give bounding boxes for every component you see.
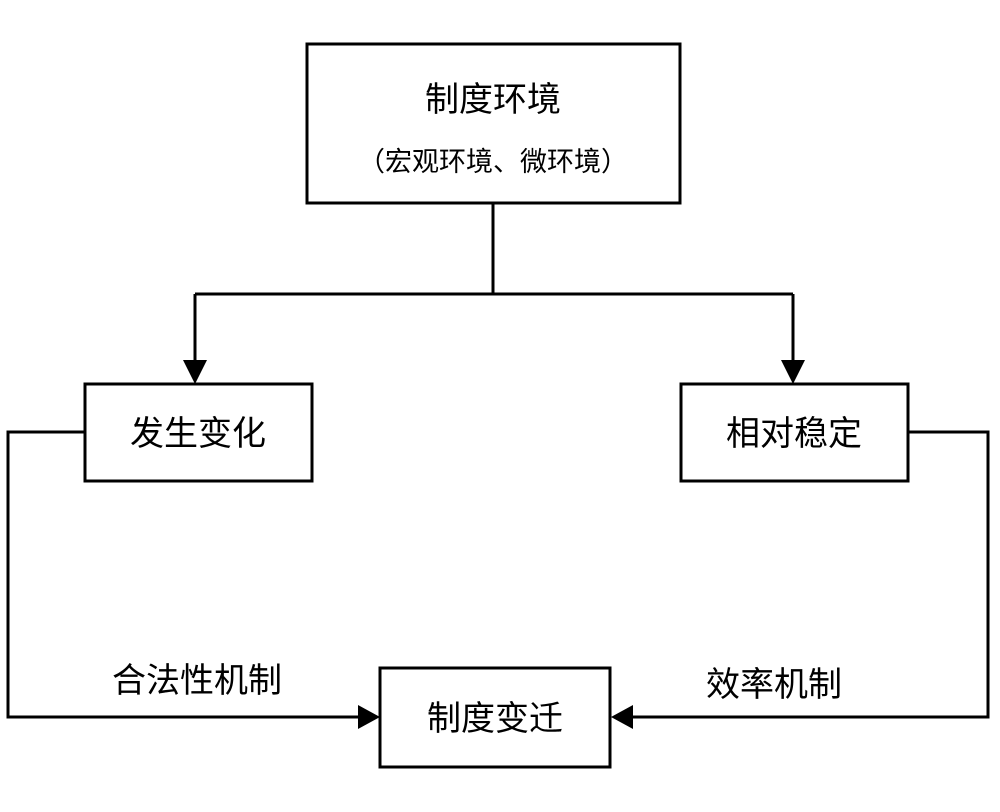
stable-box: [679, 382, 910, 483]
efficiency-mechanism-label: 效率机制: [706, 665, 842, 705]
institutional-environment-subtitle: （宏观环境、微环境）: [358, 147, 628, 178]
arrow-to-change-node: [183, 294, 207, 384]
institutional-environment-node: 制度环境 （宏观环境、微环境）: [305, 42, 682, 205]
institutional-environment-title: 制度环境: [425, 80, 561, 120]
change-label: 发生变化: [130, 414, 266, 454]
change-box: [83, 382, 314, 483]
stable-node: 相对稳定: [679, 382, 910, 483]
efficiency-path: [611, 430, 990, 729]
stable-label: 相对稳定: [726, 414, 862, 454]
legitimacy-path: [6, 430, 380, 729]
arrow-to-stable-node: [781, 294, 805, 384]
institutional-change-box: [378, 666, 612, 769]
change-node: 发生变化: [83, 382, 314, 483]
legitimacy-mechanism-label: 合法性机制: [112, 661, 282, 701]
institutional-environment-box: [305, 42, 682, 205]
institutional-change-label: 制度变迁: [427, 699, 563, 739]
institutional-change-node: 制度变迁: [378, 666, 612, 769]
